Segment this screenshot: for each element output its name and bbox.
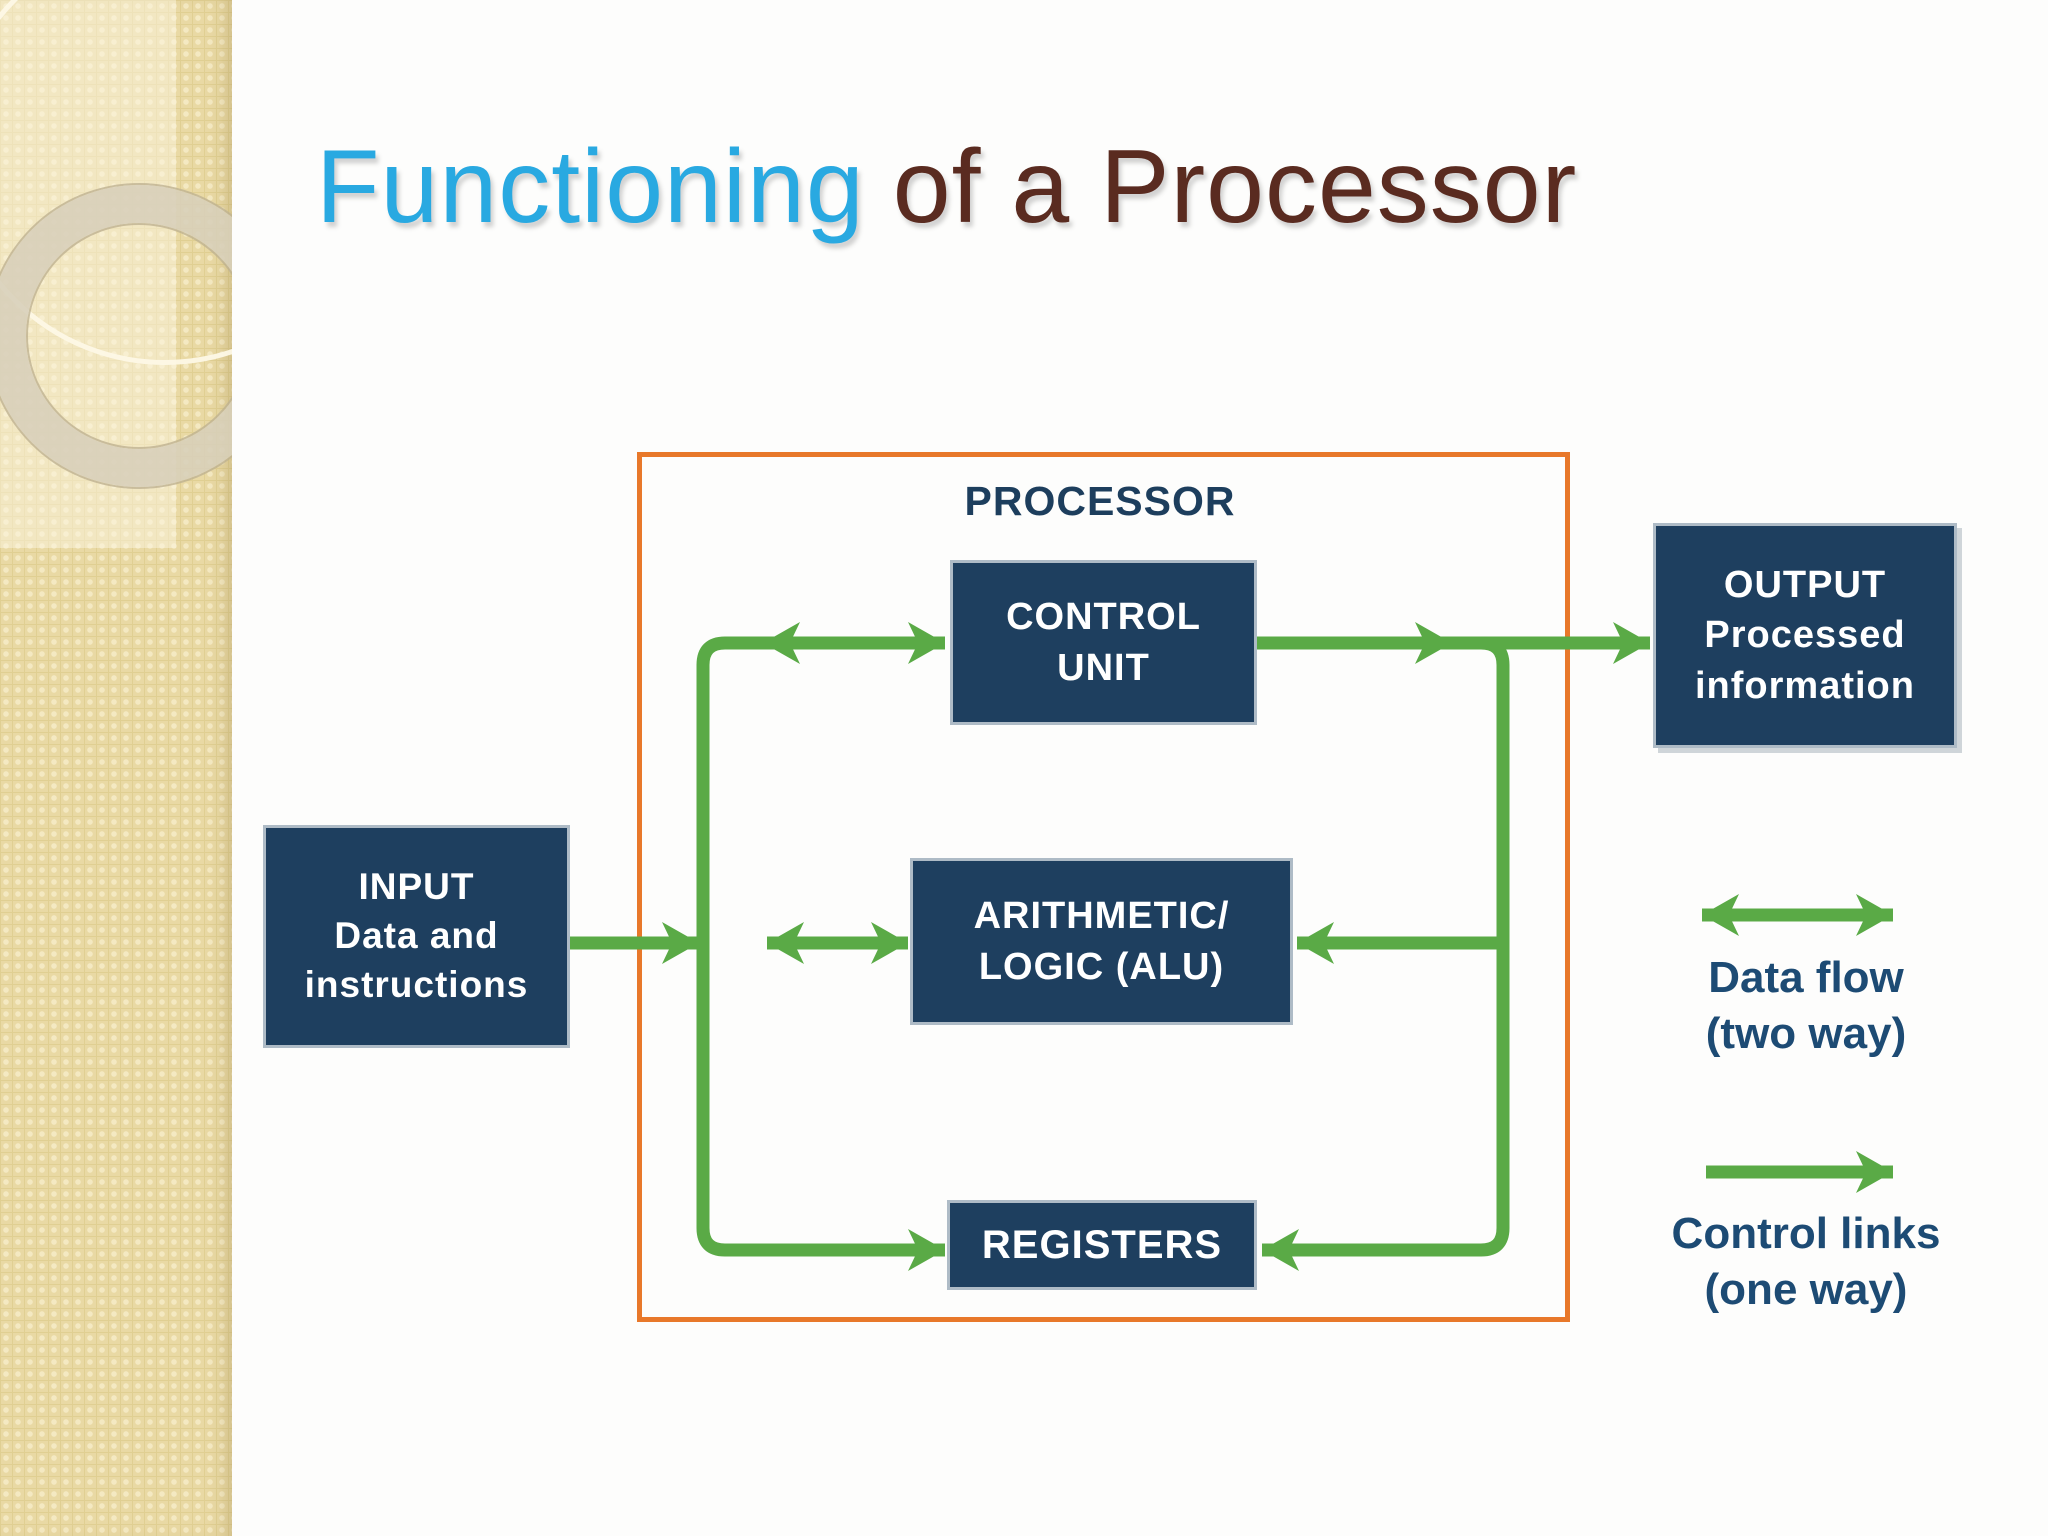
legend-line: Data flow [1708,953,1904,1002]
output-line: information [1695,664,1915,707]
registers-box: REGISTERS [947,1200,1257,1290]
alu-line: ARITHMETIC/ [973,895,1230,938]
alu-line: LOGIC (ALU) [978,945,1225,988]
legend-control-links-label: Control links (one way) [1646,1206,1966,1319]
legend-line: Control links [1671,1209,1941,1258]
processor-label: PROCESSOR [964,478,1236,524]
input-box: INPUT Data and instructions [263,825,570,1048]
legend-line: (one way) [1704,1265,1908,1315]
processor-frame [637,452,1570,1322]
output-line: OUTPUT [1723,564,1887,607]
title-part-blue: Functioning [316,129,865,245]
input-line: INPUT [358,866,475,908]
input-line: instructions [304,963,529,1005]
control-unit-line: UNIT [1057,646,1150,689]
input-line: Data and [334,915,499,957]
output-box: OUTPUT Processed information [1653,523,1957,748]
registers-line: REGISTERS [981,1222,1223,1267]
legend-data-flow-label: Data flow (two way) [1646,950,1966,1063]
alu-box: ARITHMETIC/ LOGIC (ALU) [910,858,1293,1025]
output-line: Processed [1704,614,1906,657]
left-bus-line [696,636,945,1271]
control-unit-box: CONTROL UNIT [950,560,1257,725]
title-part-brown: of a Processor [892,129,1578,245]
control-unit-line: CONTROL [1006,596,1201,639]
sidebar-decoration [0,0,232,1536]
legend-line: (two way) [1705,1009,1907,1059]
